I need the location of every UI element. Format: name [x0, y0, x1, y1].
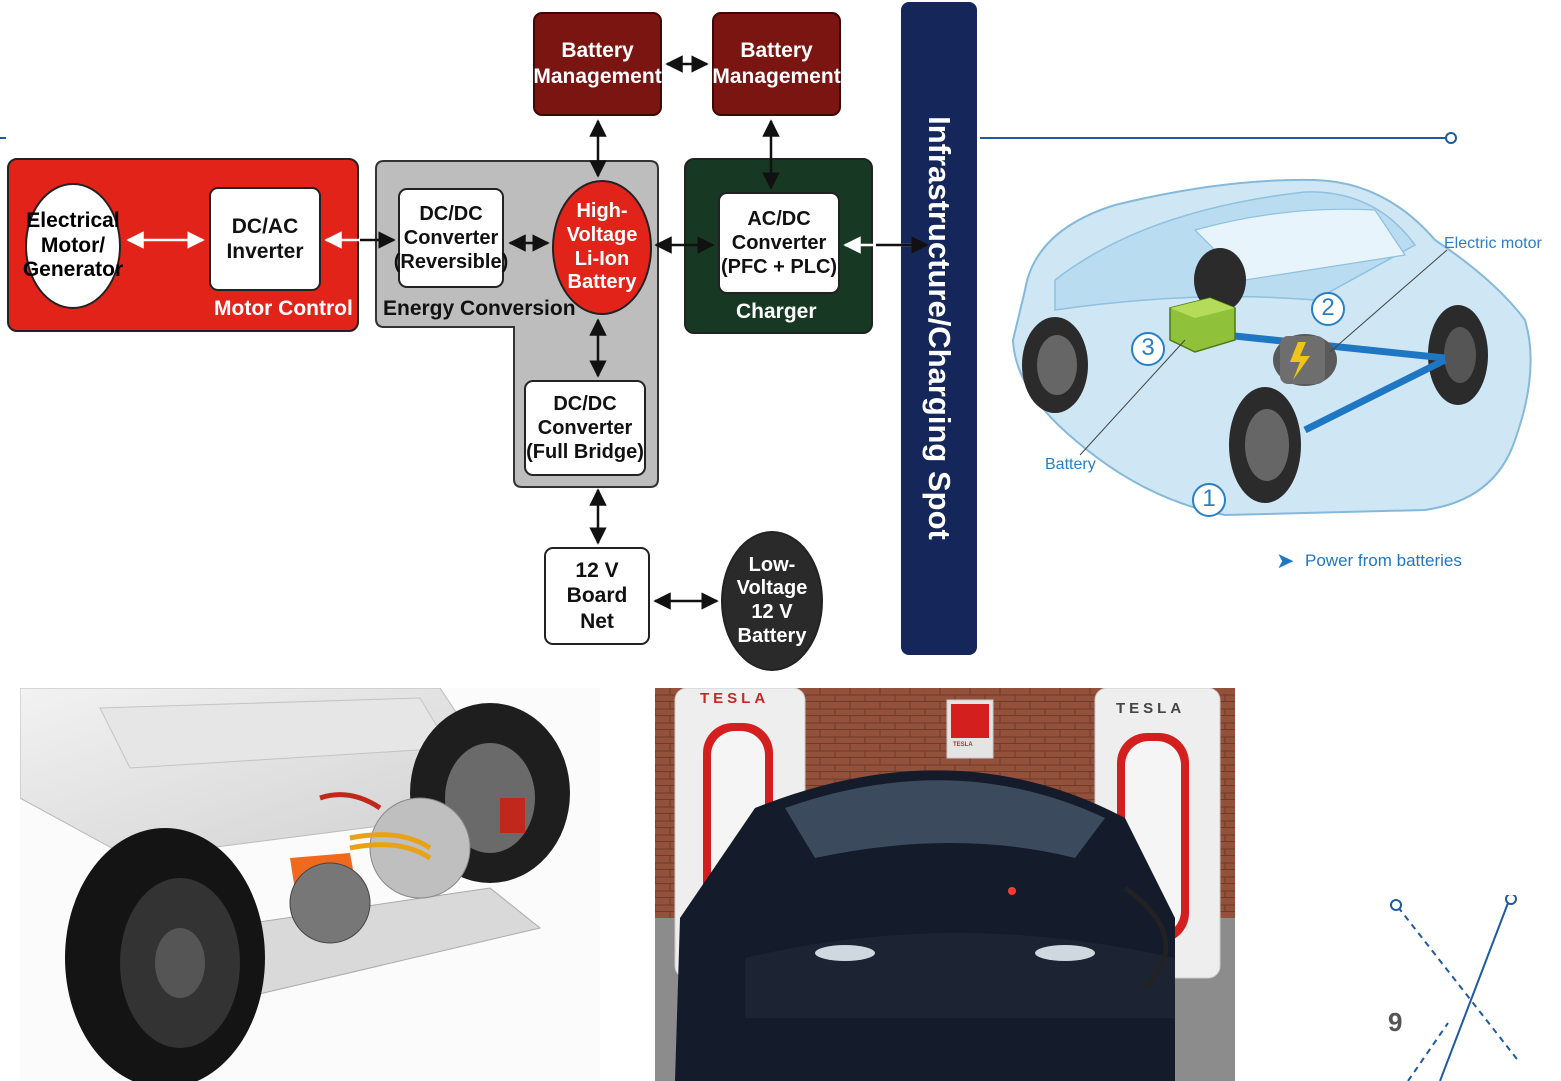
electric-motor-label: Electric motor — [1444, 235, 1542, 252]
electric-motor-graphic — [1273, 334, 1337, 386]
motor-control-title: Motor Control — [214, 297, 353, 320]
slide-decor-dot — [1445, 132, 1457, 144]
rear-left-wheel — [1022, 317, 1088, 413]
legend-arrow-icon: ➤ — [1276, 548, 1295, 573]
drivetrain-photo — [20, 688, 600, 1081]
tesla-charging-photo: TESLA TESLA TESLA — [655, 688, 1235, 1081]
callout-2: 2 — [1321, 294, 1335, 321]
battery-management-left-node: Battery Management — [533, 12, 662, 116]
energy-conversion-title: Energy Conversion — [383, 297, 576, 320]
battery-graphic — [1169, 297, 1236, 353]
power-legend-label: Power from batteries — [1305, 551, 1462, 570]
acdc-converter-node: AC/DC Converter (PFC + PLC) — [718, 192, 840, 294]
drive-shaft — [1224, 331, 1446, 362]
motor-generator-node: Electrical Motor/ Generator — [23, 183, 123, 309]
callout-1: 1 — [1202, 485, 1216, 512]
lv-battery-node: Low- Voltage 12 V Battery — [721, 531, 823, 671]
charger-brand-right: TESLA — [1116, 700, 1186, 717]
front-left-wheel — [1229, 387, 1301, 503]
front-right-wheel — [1428, 305, 1488, 405]
charger-brand-center: TESLA — [953, 742, 973, 748]
page-number: 9 — [1388, 1007, 1403, 1037]
charger-title: Charger — [736, 300, 817, 323]
board-net-node: 12 V Board Net — [544, 547, 650, 645]
rear-right-wheel — [1194, 248, 1246, 312]
inverter-node: DC/AC Inverter — [209, 187, 321, 291]
charger-brand-left: TESLA — [700, 690, 770, 707]
slide-corner-decoration — [1390, 895, 1521, 1081]
infrastructure-bar — [901, 2, 977, 655]
dcdc-full-bridge-node: DC/DC Converter (Full Bridge) — [524, 380, 646, 476]
battery-management-right-node: Battery Management — [712, 12, 841, 116]
battery-label: Battery — [1045, 456, 1096, 473]
callout-3: 3 — [1141, 334, 1155, 361]
dcdc-reversible-node: DC/DC Converter (Reversible) — [394, 188, 508, 288]
hv-battery-node: High- Voltage Li-Ion Battery — [552, 180, 652, 315]
ev-car-illustration — [1011, 178, 1532, 517]
